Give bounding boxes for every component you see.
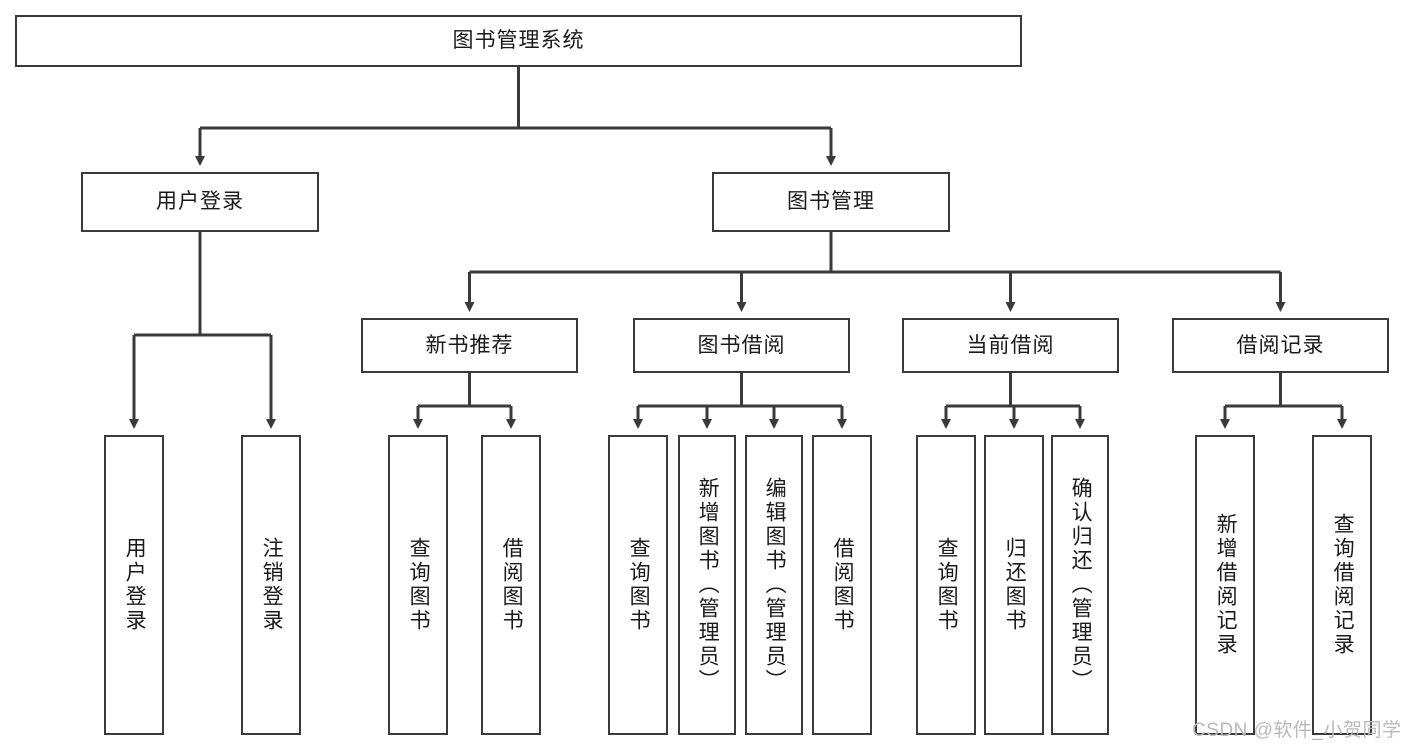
node-leaf-leaf-query-record: 查询借阅记录: [1312, 435, 1372, 735]
node-label: 新书推荐: [425, 333, 514, 357]
node-leaf-leaf-logout: 注销登录: [241, 435, 301, 735]
node-level1-book-manage: 图书管理: [712, 172, 950, 232]
node-label: 借阅图书: [831, 537, 855, 633]
node-label: 查询图书: [935, 537, 959, 633]
node-label: 新增图书（管理员）: [696, 477, 720, 693]
node-leaf-leaf-query-book-3: 查询图书: [916, 435, 976, 735]
node-label: 查询图书: [407, 537, 431, 633]
node-label: 新增借阅记录: [1214, 513, 1238, 657]
node-leaf-leaf-borrow-book-1: 借阅图书: [481, 435, 541, 735]
node-leaf-leaf-user-login: 用户登录: [104, 435, 164, 735]
node-label: 查询图书: [627, 537, 651, 633]
node-label: 确认归还（管理员）: [1069, 477, 1093, 693]
node-leaf-leaf-return-book: 归还图书: [984, 435, 1044, 735]
csdn-watermark: CSDN @软件_小贺同学: [1192, 720, 1402, 741]
node-label: 注销登录: [260, 537, 284, 633]
node-label: 当前借阅: [966, 333, 1055, 357]
node-level2-current-borrow: 当前借阅: [902, 318, 1119, 373]
node-label: 归还图书: [1003, 537, 1027, 633]
node-leaf-leaf-edit-book: 编辑图书（管理员）: [745, 435, 803, 735]
node-leaf-leaf-query-book-2: 查询图书: [608, 435, 668, 735]
node-root-root: 图书管理系统: [15, 15, 1022, 67]
node-label: 用户登录: [156, 190, 244, 214]
node-leaf-leaf-add-book: 新增图书（管理员）: [678, 435, 736, 735]
node-level2-new-book-rec: 新书推荐: [361, 318, 578, 373]
node-leaf-leaf-query-book-1: 查询图书: [388, 435, 448, 735]
node-label: 编辑图书（管理员）: [763, 477, 787, 693]
node-label: 借阅图书: [500, 537, 524, 633]
node-label: 查询借阅记录: [1331, 513, 1355, 657]
node-leaf-leaf-borrow-book-2: 借阅图书: [812, 435, 872, 735]
node-label: 借阅记录: [1236, 333, 1325, 357]
node-label: 用户登录: [123, 537, 147, 633]
node-level2-book-borrow: 图书借阅: [633, 318, 850, 373]
node-label: 图书管理: [787, 190, 875, 214]
node-leaf-leaf-add-record: 新增借阅记录: [1195, 435, 1255, 735]
node-label: 图书借阅: [697, 333, 786, 357]
node-label: 图书管理系统: [452, 29, 585, 53]
node-level2-borrow-record: 借阅记录: [1172, 318, 1389, 373]
node-level1-user-login: 用户登录: [81, 172, 319, 232]
node-leaf-leaf-confirm-return: 确认归还（管理员）: [1051, 435, 1109, 735]
